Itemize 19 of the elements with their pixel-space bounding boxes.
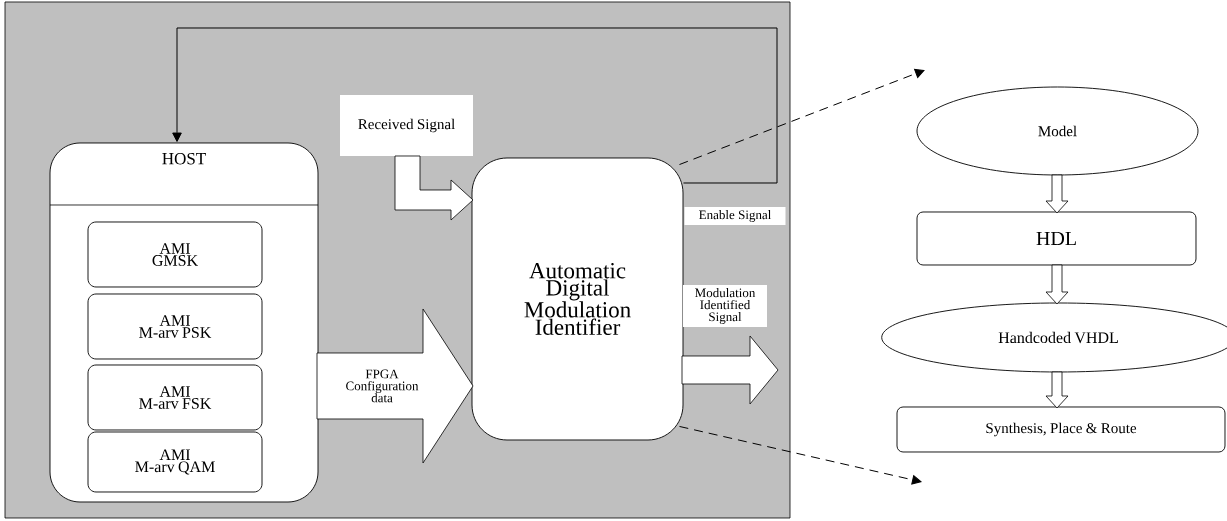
block-arrow xyxy=(1045,174,1069,214)
process-box: Synthesis, Place & Route xyxy=(896,406,1226,453)
module-box: AMI M-arv QAM xyxy=(87,431,263,493)
block-arrow xyxy=(1045,264,1069,305)
edge-label: Enable Signal xyxy=(684,207,786,225)
module-box: AMI M-arv PSK xyxy=(87,293,263,360)
text-box: Received Signal xyxy=(340,95,473,156)
module-box: AMI M-arv FSK xyxy=(87,364,263,431)
edge-label: Modulation Identified Signal xyxy=(683,285,767,327)
arrow xyxy=(172,27,778,184)
edge-label: FPGA Configuration data xyxy=(339,366,425,406)
identifier-box: Automatic Digital Modulation Identifier xyxy=(471,157,684,441)
arrow xyxy=(678,425,922,485)
process-box: HDL xyxy=(916,211,1197,266)
block-arrow xyxy=(1045,371,1069,409)
module-box: AMI GMSK xyxy=(87,221,263,288)
block-arrow xyxy=(394,155,474,221)
arrow xyxy=(678,68,925,166)
block-arrow xyxy=(681,335,779,405)
